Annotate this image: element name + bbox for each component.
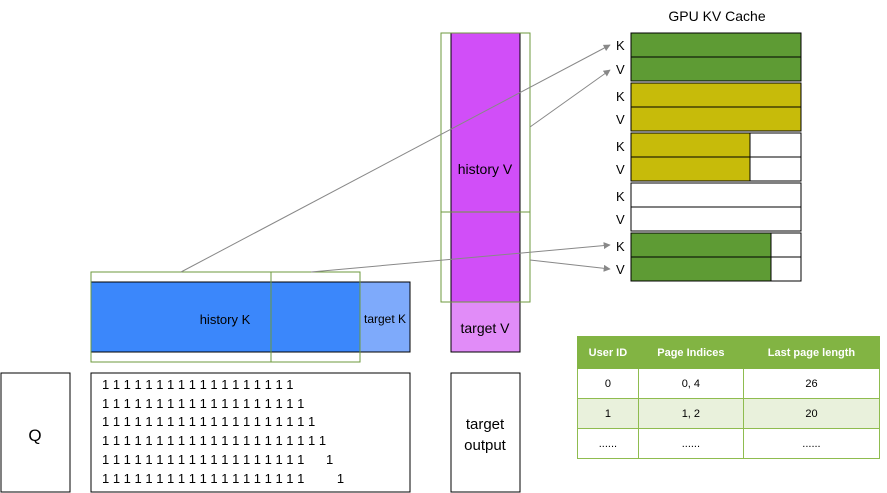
page-indices-cell: ...... [637,428,744,459]
v-label: V [616,212,625,227]
target-output-box [450,372,521,493]
mask-row: 1 1 1 1 1 1 1 1 1 1 1 1 1 1 1 1 1 1 [102,377,294,392]
history-v-page-outline-2 [440,211,531,303]
target-k-label: target K [364,312,406,326]
page-2-k-fill [630,132,751,158]
user-id-cell: 1 [577,398,639,429]
arrow-v-page4 [529,259,611,272]
target-output-label-line1: target [466,416,505,433]
k-label: K [616,139,625,154]
target-k-block [359,281,411,353]
user-id-cell: 0 [577,368,639,399]
mask-row: 1 1 1 1 1 1 1 1 1 1 1 1 1 1 1 1 1 1 1 [102,396,304,411]
target-v-block [450,301,521,353]
page-table: User ID Page Indices Last page length 0 … [577,336,881,459]
k-label: K [616,189,625,204]
page-0-k-fill [630,32,802,58]
history-v-label: history V [458,161,513,177]
target-v-label: target V [460,320,510,336]
history-v-block [450,32,521,303]
mapping-arrows [180,44,611,273]
table-row: 0 0, 4 26 [577,368,881,399]
arrow-v-page0 [529,69,611,128]
kv-cache-title: GPU KV Cache [668,8,765,24]
page-4-v-fill [630,256,772,282]
header-user-id: User ID [577,336,639,369]
v-label: V [616,262,625,277]
user-id-cell: ...... [577,428,639,459]
v-label: V [616,162,625,177]
k-label: K [616,239,625,254]
page-table-header-row: User ID Page Indices Last page length [577,336,881,369]
page-2-v-fill [630,156,751,182]
header-page-indices: Page Indices [637,336,744,369]
mask-row: 1 1 1 1 1 1 1 1 1 1 1 1 1 1 1 1 1 1 1 1 [102,452,333,467]
v-label: V [616,62,625,77]
header-last-page-length: Last page length [742,336,881,369]
attention-mask-box [90,372,411,493]
page-indices-cell: 1, 2 [637,398,744,429]
q-label: Q [28,426,41,445]
mask-row: 1 1 1 1 1 1 1 1 1 1 1 1 1 1 1 1 1 1 1 1 [102,471,344,486]
page-3-v-outline [630,206,802,232]
history-k-block [90,281,361,353]
q-box [0,372,71,493]
last-page-length-cell: 20 [742,398,881,429]
arrow-k-page0 [180,44,611,273]
page-3-k-outline [630,182,802,208]
history-k-label: history K [200,312,251,327]
mask-row: 1 1 1 1 1 1 1 1 1 1 1 1 1 1 1 1 1 1 1 1 … [102,433,326,448]
table-row: 1 1, 2 20 [577,398,881,429]
mask-row: 1 1 1 1 1 1 1 1 1 1 1 1 1 1 1 1 1 1 1 1 [102,414,315,429]
kv-cache-pages [630,32,802,282]
v-label: V [616,112,625,127]
page-indices-cell: 0, 4 [637,368,744,399]
last-page-length-cell: 26 [742,368,881,399]
page-1-v-fill [630,106,802,132]
k-label: K [616,89,625,104]
page-0-v-fill [630,56,802,82]
target-output-label-line2: output [464,437,507,454]
page-4-k-fill [630,232,772,258]
table-row: ...... ...... ...... [577,428,881,459]
arrow-k-page4 [310,242,611,273]
kv-row-labels: K V K V K V K V K V [616,38,625,277]
page-1-k-fill [630,82,802,108]
attention-mask-rows: 1 1 1 1 1 1 1 1 1 1 1 1 1 1 1 1 1 1 1 1 … [102,377,344,486]
k-label: K [616,38,625,53]
last-page-length-cell: ...... [742,428,881,459]
